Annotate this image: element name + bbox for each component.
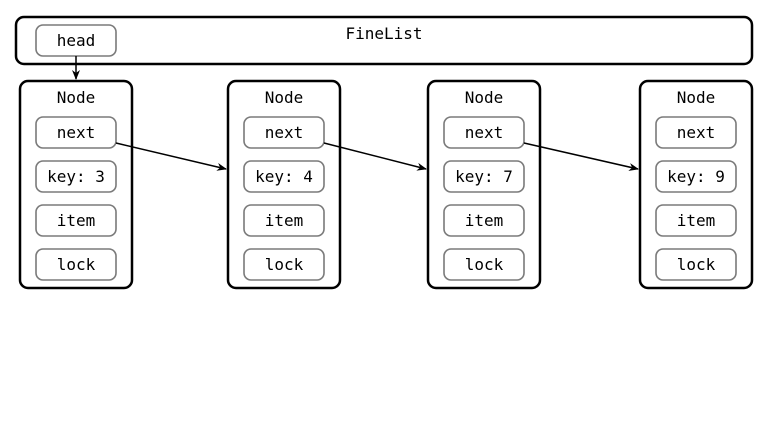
item-field-label: item (465, 211, 504, 230)
item-field-label: item (57, 211, 96, 230)
item-field-box (443, 204, 525, 237)
next-field-box (443, 116, 525, 149)
next-field-label: next (57, 123, 96, 142)
lock-field-label: lock (265, 255, 304, 274)
item-field-label: item (265, 211, 304, 230)
key-field-box (655, 160, 737, 193)
node-title: Node (677, 88, 716, 107)
item-field-box (243, 204, 325, 237)
key-field-box (243, 160, 325, 193)
finelist-container: FineList head (14, 15, 754, 66)
node-1: Node next key: 4 item lock (226, 79, 342, 290)
finelist-box (14, 15, 754, 66)
lock-field-label: lock (677, 255, 716, 274)
node-3: Node next key: 9 item lock (638, 79, 754, 290)
next-pointer-arrow (523, 142, 639, 171)
lock-field-box (443, 248, 525, 281)
key-field-label: key: 7 (455, 167, 513, 186)
key-field-label: key: 9 (667, 167, 725, 186)
lock-field-label: lock (465, 255, 504, 274)
node-title: Node (265, 88, 304, 107)
next-field-label: next (677, 123, 716, 142)
lock-field-label: lock (57, 255, 96, 274)
key-field-box (35, 160, 117, 193)
finelist-title: FineList (345, 24, 422, 43)
next-field-label: next (465, 123, 504, 142)
lock-field-box (655, 248, 737, 281)
node-0: Node next key: 3 item lock (18, 79, 134, 290)
node-title: Node (465, 88, 504, 107)
head-field-label: head (57, 31, 96, 50)
node-title: Node (57, 88, 96, 107)
next-field-label: next (265, 123, 304, 142)
key-field-label: key: 4 (255, 167, 313, 186)
next-field-box (243, 116, 325, 149)
item-field-label: item (677, 211, 716, 230)
item-field-box (655, 204, 737, 237)
key-field-box (443, 160, 525, 193)
key-field-label: key: 3 (47, 167, 105, 186)
lock-field-box (35, 248, 117, 281)
node-2: Node next key: 7 item lock (426, 79, 542, 290)
next-field-box (35, 116, 117, 149)
item-field-box (35, 204, 117, 237)
next-pointer-arrow (323, 142, 427, 171)
next-pointer-arrow (115, 142, 227, 171)
next-field-box (655, 116, 737, 149)
lock-field-box (243, 248, 325, 281)
